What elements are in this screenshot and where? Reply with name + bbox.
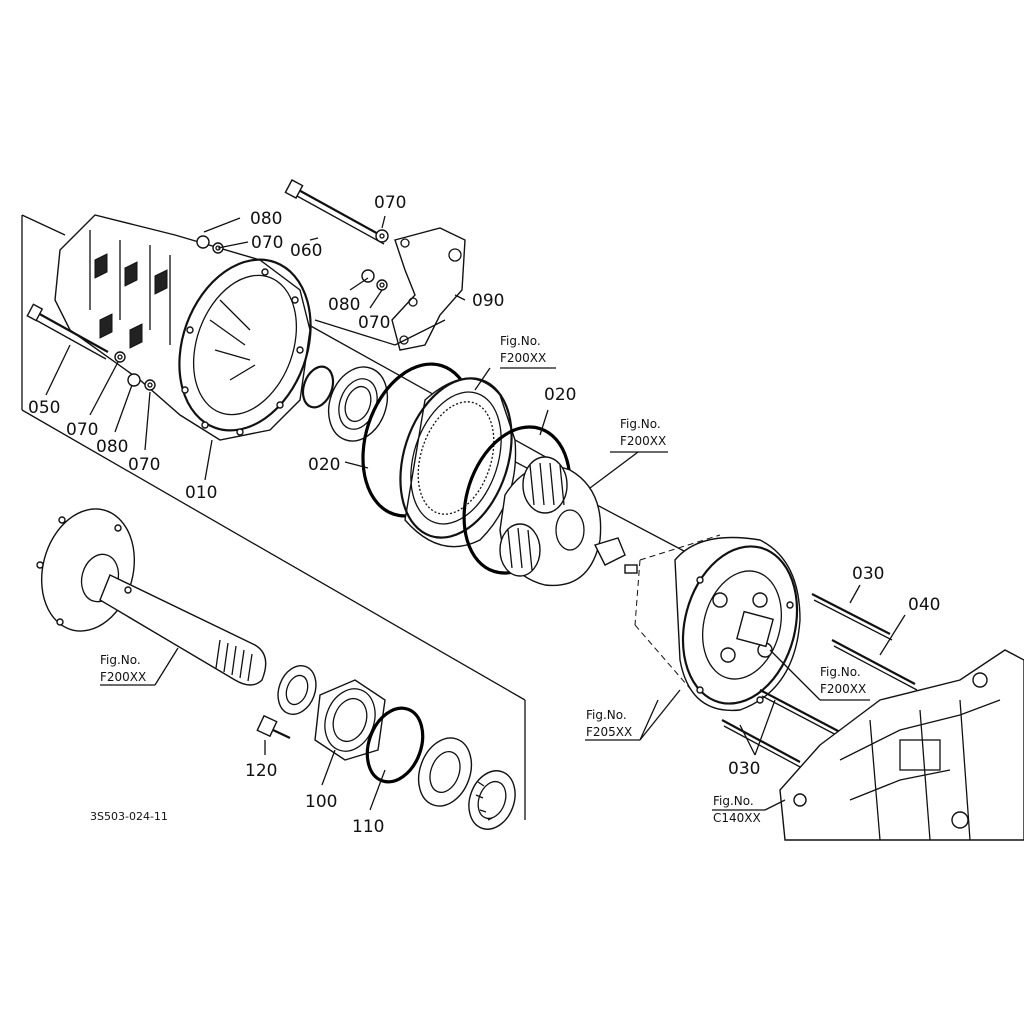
figref-2-code: F200XX: [620, 434, 666, 448]
o-ring-110: [365, 706, 425, 784]
label-070-top: 070: [251, 233, 283, 253]
figref-6-title: Fig.No.: [713, 794, 754, 808]
figref-5-title: Fig.No.: [586, 708, 627, 722]
label-070-right-top: 070: [374, 193, 406, 213]
leader-lines: [45, 215, 906, 811]
figref-4-code: F200XX: [100, 670, 146, 684]
nuts-and-washers: [114, 229, 389, 391]
planetary-carrier: [499, 456, 638, 587]
label-120: 120: [245, 761, 277, 781]
figref-4-title: Fig.No.: [100, 653, 141, 667]
label-010: 010: [185, 483, 217, 503]
label-080-right: 080: [328, 295, 360, 315]
figref-3-title: Fig.No.: [820, 665, 861, 679]
seal-and-retainer-100: [277, 665, 386, 761]
bracket-090: [314, 227, 466, 351]
label-110: 110: [352, 817, 384, 837]
label-090: 090: [472, 291, 504, 311]
label-070-left-bottom: 070: [128, 455, 160, 475]
label-070-left: 070: [66, 420, 98, 440]
bolt-060: [284, 179, 385, 245]
label-020-left: 020: [308, 455, 340, 475]
axle-housing-010: [54, 214, 312, 441]
label-070-right-bottom: 070: [358, 313, 390, 333]
axle-shaft: [36, 508, 267, 686]
part-labels: 080 070 060 070 080 070 090 050 070 080 …: [28, 193, 940, 837]
label-040: 040: [908, 595, 940, 615]
figref-1-title: Fig.No.: [500, 334, 541, 348]
label-030-top: 030: [852, 564, 884, 584]
ring-gear-assembly: [361, 362, 517, 548]
transmission-case: [779, 649, 1024, 841]
label-020-right: 020: [544, 385, 576, 405]
figref-3-code: F200XX: [820, 682, 866, 696]
label-080-left: 080: [96, 437, 128, 457]
label-080-top: 080: [250, 209, 282, 229]
label-060: 060: [290, 241, 322, 261]
diagram-code: 3S503-024-11: [90, 810, 168, 823]
hub-housing: [634, 534, 801, 712]
figref-2-title: Fig.No.: [620, 417, 661, 431]
studs-030-040: [721, 593, 918, 769]
label-100: 100: [305, 792, 337, 812]
figref-1-code: F200XX: [500, 351, 546, 365]
label-030-bottom: 030: [728, 759, 760, 779]
figure-references: Fig.No. F200XX Fig.No. F200XX Fig.No. F2…: [100, 334, 866, 825]
outer-bearing-and-nut: [417, 737, 516, 830]
circlip-and-bearing: [301, 365, 389, 442]
bolt-120: [256, 714, 291, 739]
figref-6-code: C140XX: [713, 811, 761, 825]
bolt-050: [26, 303, 109, 360]
label-050: 050: [28, 398, 60, 418]
figref-5-code: F205XX: [586, 725, 632, 739]
